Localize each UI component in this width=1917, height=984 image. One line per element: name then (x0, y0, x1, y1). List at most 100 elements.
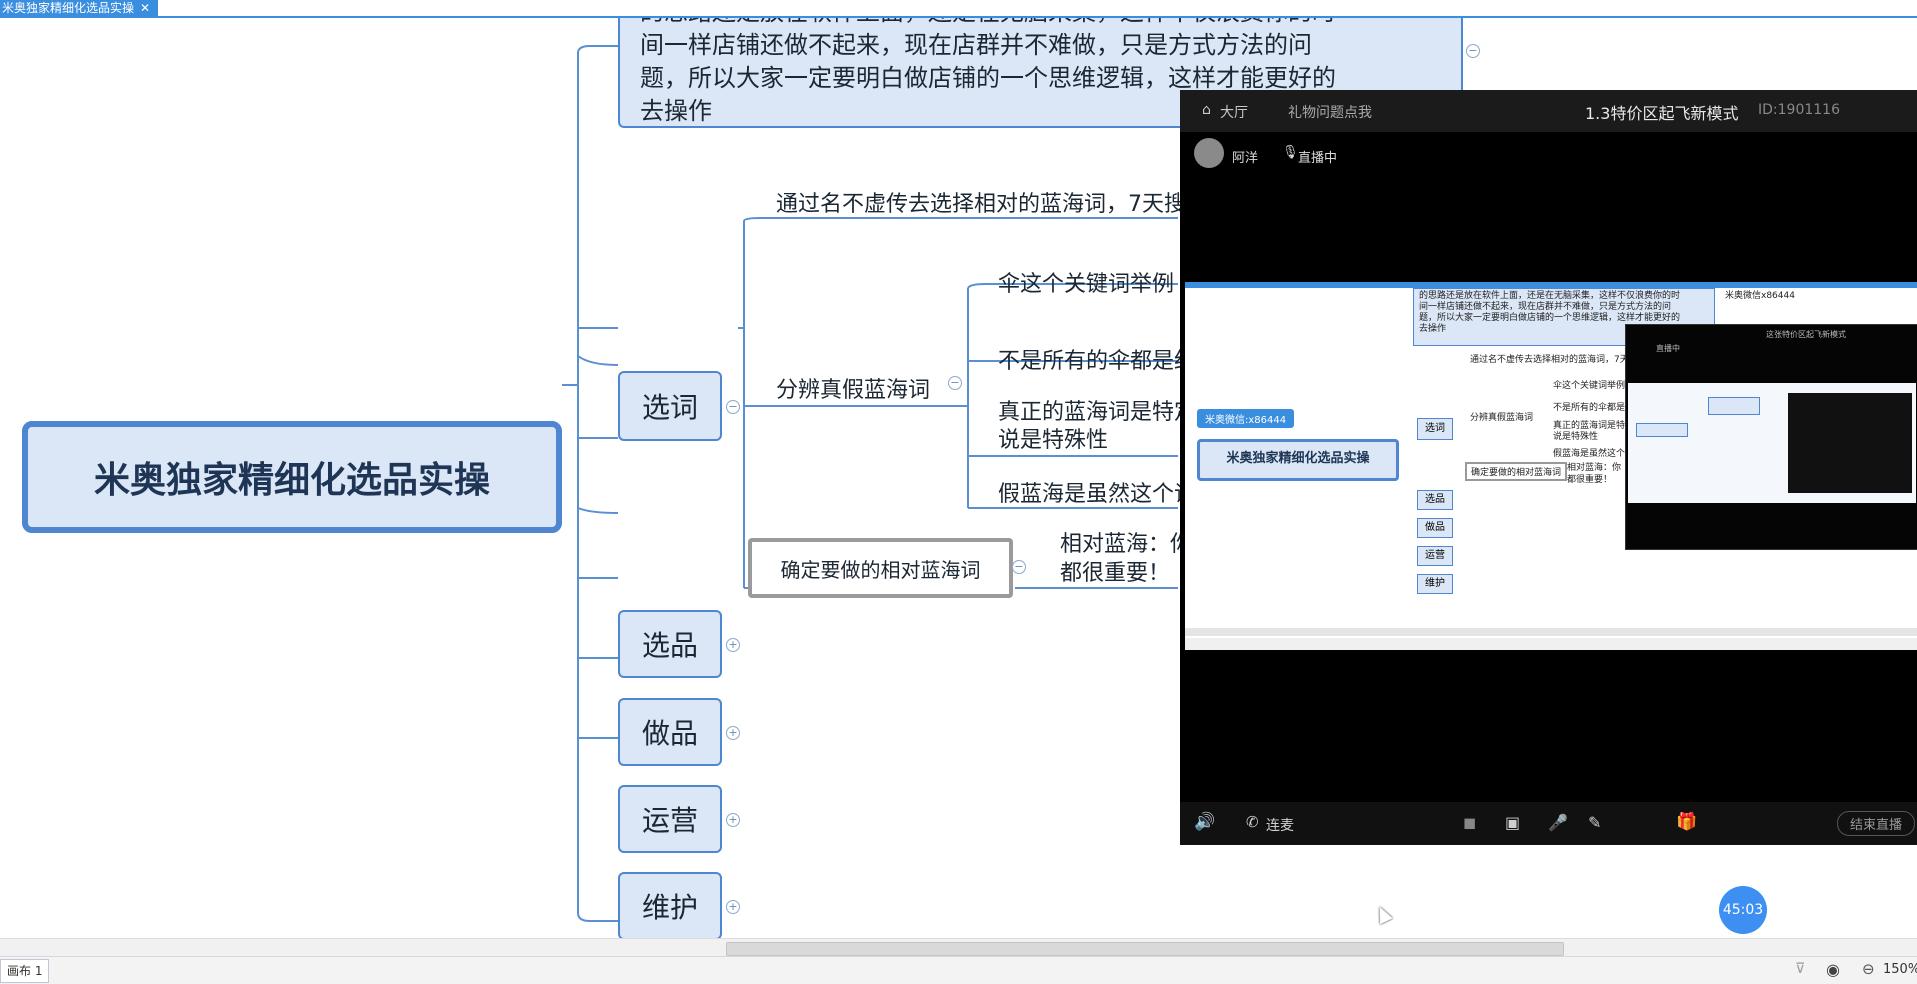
horizontal-scrollbar[interactable] (0, 938, 1917, 957)
branch-yunying[interactable]: 运营 (618, 785, 722, 853)
shared-screen-scrollbar (1185, 628, 1917, 636)
inner-topic: 通过名不虚传去选择相对的蓝海词，7天搜 (1470, 355, 1638, 365)
inner-branch: 维护 (1417, 574, 1453, 594)
topic-distinguish-blue-ocean[interactable]: 分辨真假蓝海词 (776, 378, 931, 403)
inner-sub: 不是所有的伞都是红 (1553, 403, 1635, 413)
nested-node (1636, 423, 1688, 437)
document-tab[interactable]: 米奥独家精细化选品实操 ✕ (0, 0, 159, 16)
top-note-line: 去操作 (640, 97, 712, 125)
inner-sub: 假蓝海是虽然这个词 (1553, 449, 1635, 459)
branch-xuanci[interactable]: 选词 (618, 371, 722, 441)
host-name: 阿洋 (1232, 151, 1259, 166)
topic-real-blue-ocean[interactable]: 真正的蓝海词是特定 (998, 400, 1197, 425)
inner-sub: 真正的蓝海词是特定 (1553, 421, 1635, 431)
inner-sub: 都很重要！ (1567, 475, 1613, 485)
topic-relative-blue-ocean-2[interactable]: 都很重要！ (1060, 561, 1171, 586)
home-icon[interactable]: ⌂ (1202, 102, 1211, 118)
branch-label: 做品 (641, 717, 698, 750)
nested-live-status: 直播中 (1656, 344, 1680, 353)
inner-topic: 确定要做的相对蓝海词 (1465, 462, 1568, 481)
camera-icon[interactable]: ◼ (1463, 813, 1477, 832)
inner-wechat-badge: 米奥微信:x86444 (1197, 409, 1295, 428)
top-note-line: 题，所以大家一定要明白做店铺的一个思维逻辑，这样才能更好的 (640, 64, 1336, 92)
nested-live-window: 这张特价区起飞新模式 直播中 (1625, 324, 1917, 550)
gift-icon[interactable]: 🎁 (1676, 812, 1698, 832)
zoom-out-icon[interactable]: ⊖ (1862, 960, 1875, 978)
branch-label: 选品 (641, 629, 698, 662)
expand-icon[interactable]: + (726, 813, 740, 827)
lianmai-button[interactable]: 连麦 (1266, 818, 1294, 834)
live-status: 直播中 (1298, 151, 1338, 166)
tab-bar: 米奥独家精细化选品实操 ✕ (0, 0, 1917, 18)
top-note-node[interactable]: 的思路还是放在软件上面，还是在无脑采集，这样不仅浪费你的时 间一样店铺还做不起来… (618, 18, 1463, 128)
filter-icon[interactable]: ⊽ (1795, 961, 1806, 977)
central-topic-label: 米奥独家精细化选品实操 (93, 460, 490, 501)
inner-note-line: 间一样店铺还做不起来，现在店群并不难做，只是方式方法的问 (1419, 302, 1672, 312)
volume-icon[interactable]: 🔊 (1194, 812, 1216, 832)
zoom-level: 150% (1883, 962, 1917, 977)
close-tab-icon[interactable]: ✕ (140, 1, 151, 15)
hall-link[interactable]: 大厅 (1220, 105, 1248, 121)
timer-badge[interactable]: 45:03 (1719, 886, 1767, 934)
topic-search-blue-ocean[interactable]: 通过名不虚传去选择相对的蓝海词，7天搜索 (776, 192, 1208, 217)
central-topic[interactable]: 米奥独家精细化选品实操 (22, 421, 562, 533)
screen-share-icon[interactable]: ▣ (1505, 813, 1521, 832)
branch-xuanpin[interactable]: 选品 (618, 610, 722, 678)
expand-icon[interactable]: + (726, 638, 740, 652)
topic-fake-blue-ocean[interactable]: 假蓝海是虽然这个词 (998, 482, 1197, 507)
mic-icon: 🎙 (1282, 145, 1299, 160)
inner-branch: 选品 (1417, 490, 1453, 510)
topic-umbrella-example[interactable]: 伞这个关键词举例 (998, 272, 1175, 297)
eye-icon[interactable]: ◉ (1826, 960, 1840, 979)
scrollbar-thumb[interactable] (726, 942, 1564, 956)
inner-branch: 做品 (1417, 518, 1453, 538)
branch-label: 运营 (641, 804, 698, 837)
topic-label: 确定要做的相对蓝海词 (780, 557, 981, 582)
live-top-bar: ⌂ 大厅 礼物问题点我 1.3特价区起飞新模式 ID:1901116 (1180, 90, 1917, 132)
microphone-icon[interactable]: 🎤 (1548, 813, 1568, 832)
topic-relative-blue-ocean[interactable]: 相对蓝海：你 (1060, 532, 1193, 557)
connector-lines (562, 45, 1178, 922)
nested-dark-pane (1788, 393, 1912, 493)
end-live-button[interactable]: 结束直播 (1837, 811, 1916, 836)
inner-wechat-top: 米奥微信x86444 (1725, 291, 1795, 301)
top-note-line: 间一样店铺还做不起来，现在店群并不难做，只是方式方法的问 (640, 31, 1312, 59)
branch-label: 维护 (641, 891, 698, 924)
collapse-icon[interactable]: − (726, 400, 740, 414)
shared-screen-tabbar (1185, 282, 1917, 288)
expand-icon[interactable]: + (726, 726, 740, 740)
phone-icon[interactable]: ✆ (1246, 813, 1259, 831)
expand-icon[interactable]: + (726, 900, 740, 914)
edit-icon[interactable]: ✎ (1588, 813, 1602, 832)
collapse-icon[interactable]: − (1466, 44, 1480, 58)
nested-live-title: 这张特价区起飞新模式 (1766, 330, 1846, 339)
nested-node (1708, 397, 1760, 415)
inner-note-line: 题，所以大家一定要明白做店铺的一个思维逻辑，这样才能更好的 (1419, 313, 1681, 323)
branch-weihu[interactable]: 维护 (618, 872, 722, 938)
nested-shared-screen (1628, 383, 1916, 503)
gift-help-link[interactable]: 礼物问题点我 (1288, 105, 1372, 121)
topic-not-all-red[interactable]: 不是所有的伞都是红 (998, 349, 1197, 374)
inner-note-line: 去操作 (1419, 324, 1447, 334)
topic-confirm-blue-ocean[interactable]: 确定要做的相对蓝海词 (748, 538, 1013, 598)
inner-topic: 分辨真假蓝海词 (1470, 413, 1534, 423)
inner-central-topic: 米奥独家精细化选品实操 (1197, 439, 1399, 481)
live-room-id: ID:1901116 (1758, 102, 1840, 118)
host-avatar[interactable] (1194, 138, 1224, 168)
live-bottom-bar: 🔊 ✆ 连麦 ◼ ▣ 🎤 ✎ 🎁 结束直播 (1180, 802, 1917, 845)
live-stream-window[interactable]: ⌂ 大厅 礼物问题点我 1.3特价区起飞新模式 ID:1901116 阿洋 🎙 … (1180, 90, 1917, 845)
status-bar: 画布 1 ⊽ ◉ ⊖ 150% (0, 956, 1917, 984)
sheet-tab[interactable]: 画布 1 (0, 959, 50, 983)
inner-branch: 选词 (1417, 418, 1453, 440)
shared-screen: 的思路还是放在软件上面，还是在无脑采集，这样不仅浪费你的时 间一样店铺还做不起来… (1185, 282, 1917, 650)
branch-label: 选词 (641, 391, 698, 424)
document-tab-title: 米奥独家精细化选品实操 (2, 1, 135, 15)
live-title: 1.3特价区起飞新模式 (1585, 104, 1739, 123)
branch-zuopin[interactable]: 做品 (618, 698, 722, 766)
topic-real-blue-ocean-2[interactable]: 说是特殊性 (998, 428, 1109, 453)
inner-sub: 相对蓝海：你 (1567, 463, 1622, 473)
collapse-icon[interactable]: − (1012, 560, 1026, 574)
inner-sub: 伞这个关键词举例 (1553, 381, 1626, 391)
collapse-icon[interactable]: − (948, 376, 962, 390)
top-note-line: 的思路还是放在软件上面，还是在无脑采集，这样不仅浪费你的时 (640, 18, 1336, 29)
